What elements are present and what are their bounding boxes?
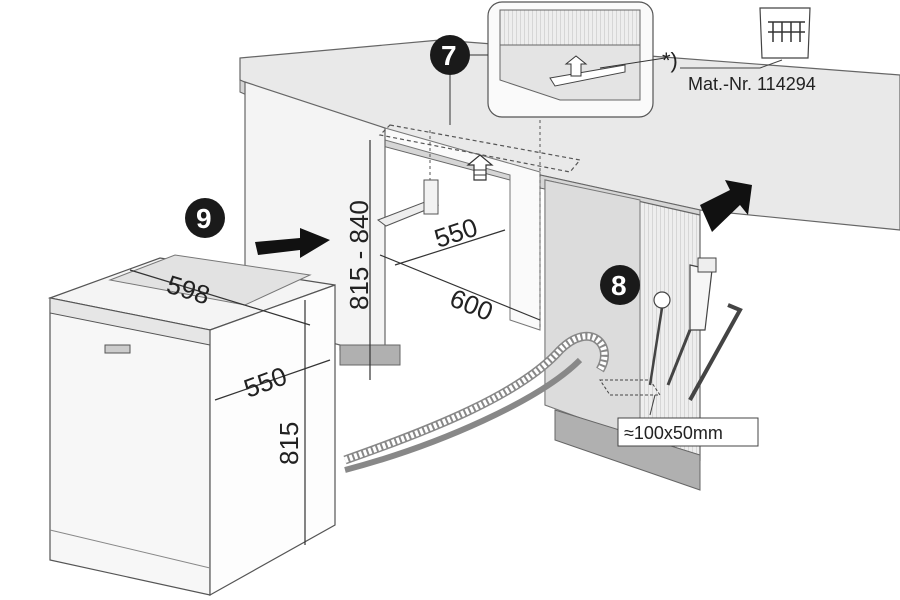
screw-pack-icon bbox=[680, 7, 811, 69]
niche-depth-label: 550 bbox=[431, 212, 482, 254]
dimension-lines bbox=[129, 140, 541, 545]
dishwasher-unit bbox=[47, 254, 336, 597]
right-cabinet bbox=[544, 179, 701, 491]
step-8-badge: 8 bbox=[600, 265, 640, 305]
unit-height-label: 815 bbox=[274, 422, 304, 465]
footnote-asterisk: *) bbox=[662, 48, 678, 73]
step-7-number: 7 bbox=[441, 40, 457, 71]
niche-height-label: 815 - 840 bbox=[344, 200, 374, 310]
opening-marker bbox=[599, 379, 759, 447]
up-arrow-icon bbox=[466, 154, 494, 181]
step-9-badge: 9 bbox=[185, 198, 225, 238]
niche-width-label: 600 bbox=[446, 283, 497, 327]
material-number: Mat.-Nr. 114294 bbox=[688, 74, 816, 94]
mounting-rail bbox=[378, 120, 582, 330]
power-plug-icon bbox=[648, 257, 743, 401]
hose-icon bbox=[343, 331, 609, 473]
insert-direction-arrow-right bbox=[700, 180, 752, 232]
detail-inset bbox=[470, 1, 666, 118]
step-9-number: 9 bbox=[196, 203, 212, 234]
step-7-badge: 7 bbox=[430, 35, 470, 125]
opening-size-label: ≈100x50mm bbox=[624, 423, 723, 443]
insert-direction-arrow bbox=[255, 228, 330, 258]
step-8-number: 8 bbox=[611, 270, 627, 301]
mounting-bracket bbox=[376, 179, 440, 227]
